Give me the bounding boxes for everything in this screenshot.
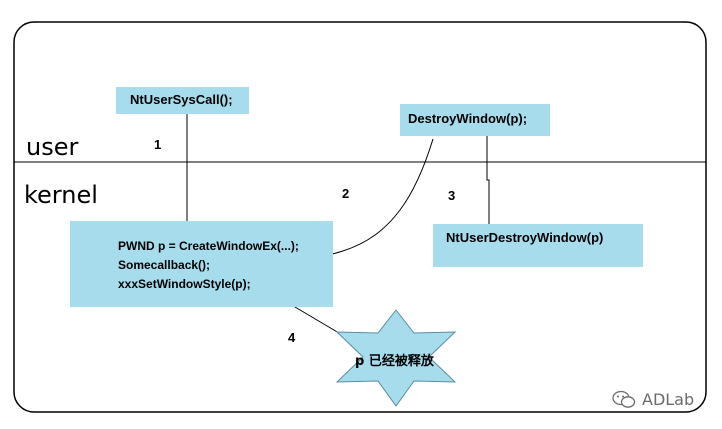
freed-star-shape bbox=[335, 309, 457, 407]
ntusersyscall-label: NtUserSysCall(); bbox=[130, 92, 233, 107]
user-zone-label: user bbox=[26, 133, 79, 161]
kernel-code-box: PWND p = CreateWindowEx(...); Somecallba… bbox=[70, 221, 333, 307]
watermark: ADLab bbox=[612, 390, 712, 412]
code-line-createwindow: PWND p = CreateWindowEx(...); bbox=[118, 239, 299, 253]
step-1-label: 1 bbox=[154, 137, 162, 152]
step-3-label: 3 bbox=[448, 188, 456, 203]
wechat-icon bbox=[612, 390, 636, 408]
step-4-label: 4 bbox=[288, 330, 296, 345]
destroywindow-label: DestroyWindow(p); bbox=[408, 111, 528, 126]
code-line-setwindowstyle: xxxSetWindowStyle(p); bbox=[118, 277, 251, 291]
ntuserdestroywindow-label: NtUserDestroyWindow(p) bbox=[446, 230, 604, 245]
watermark-text: ADLab bbox=[642, 390, 695, 409]
destroywindow-box: DestroyWindow(p); bbox=[400, 104, 550, 136]
step-2-label: 2 bbox=[342, 186, 350, 201]
outer-frame bbox=[13, 21, 707, 413]
ntusersyscall-box: NtUserSysCall(); bbox=[116, 87, 249, 114]
ntuserdestroywindow-box: NtUserDestroyWindow(p) bbox=[433, 224, 643, 267]
freed-star-label: p 已经被释放 bbox=[355, 354, 434, 369]
connector-destroywindow-to-ntuser bbox=[486, 136, 490, 224]
code-line-somecallback: Somecallback(); bbox=[118, 258, 211, 272]
kernel-zone-label: kernel bbox=[24, 181, 98, 209]
